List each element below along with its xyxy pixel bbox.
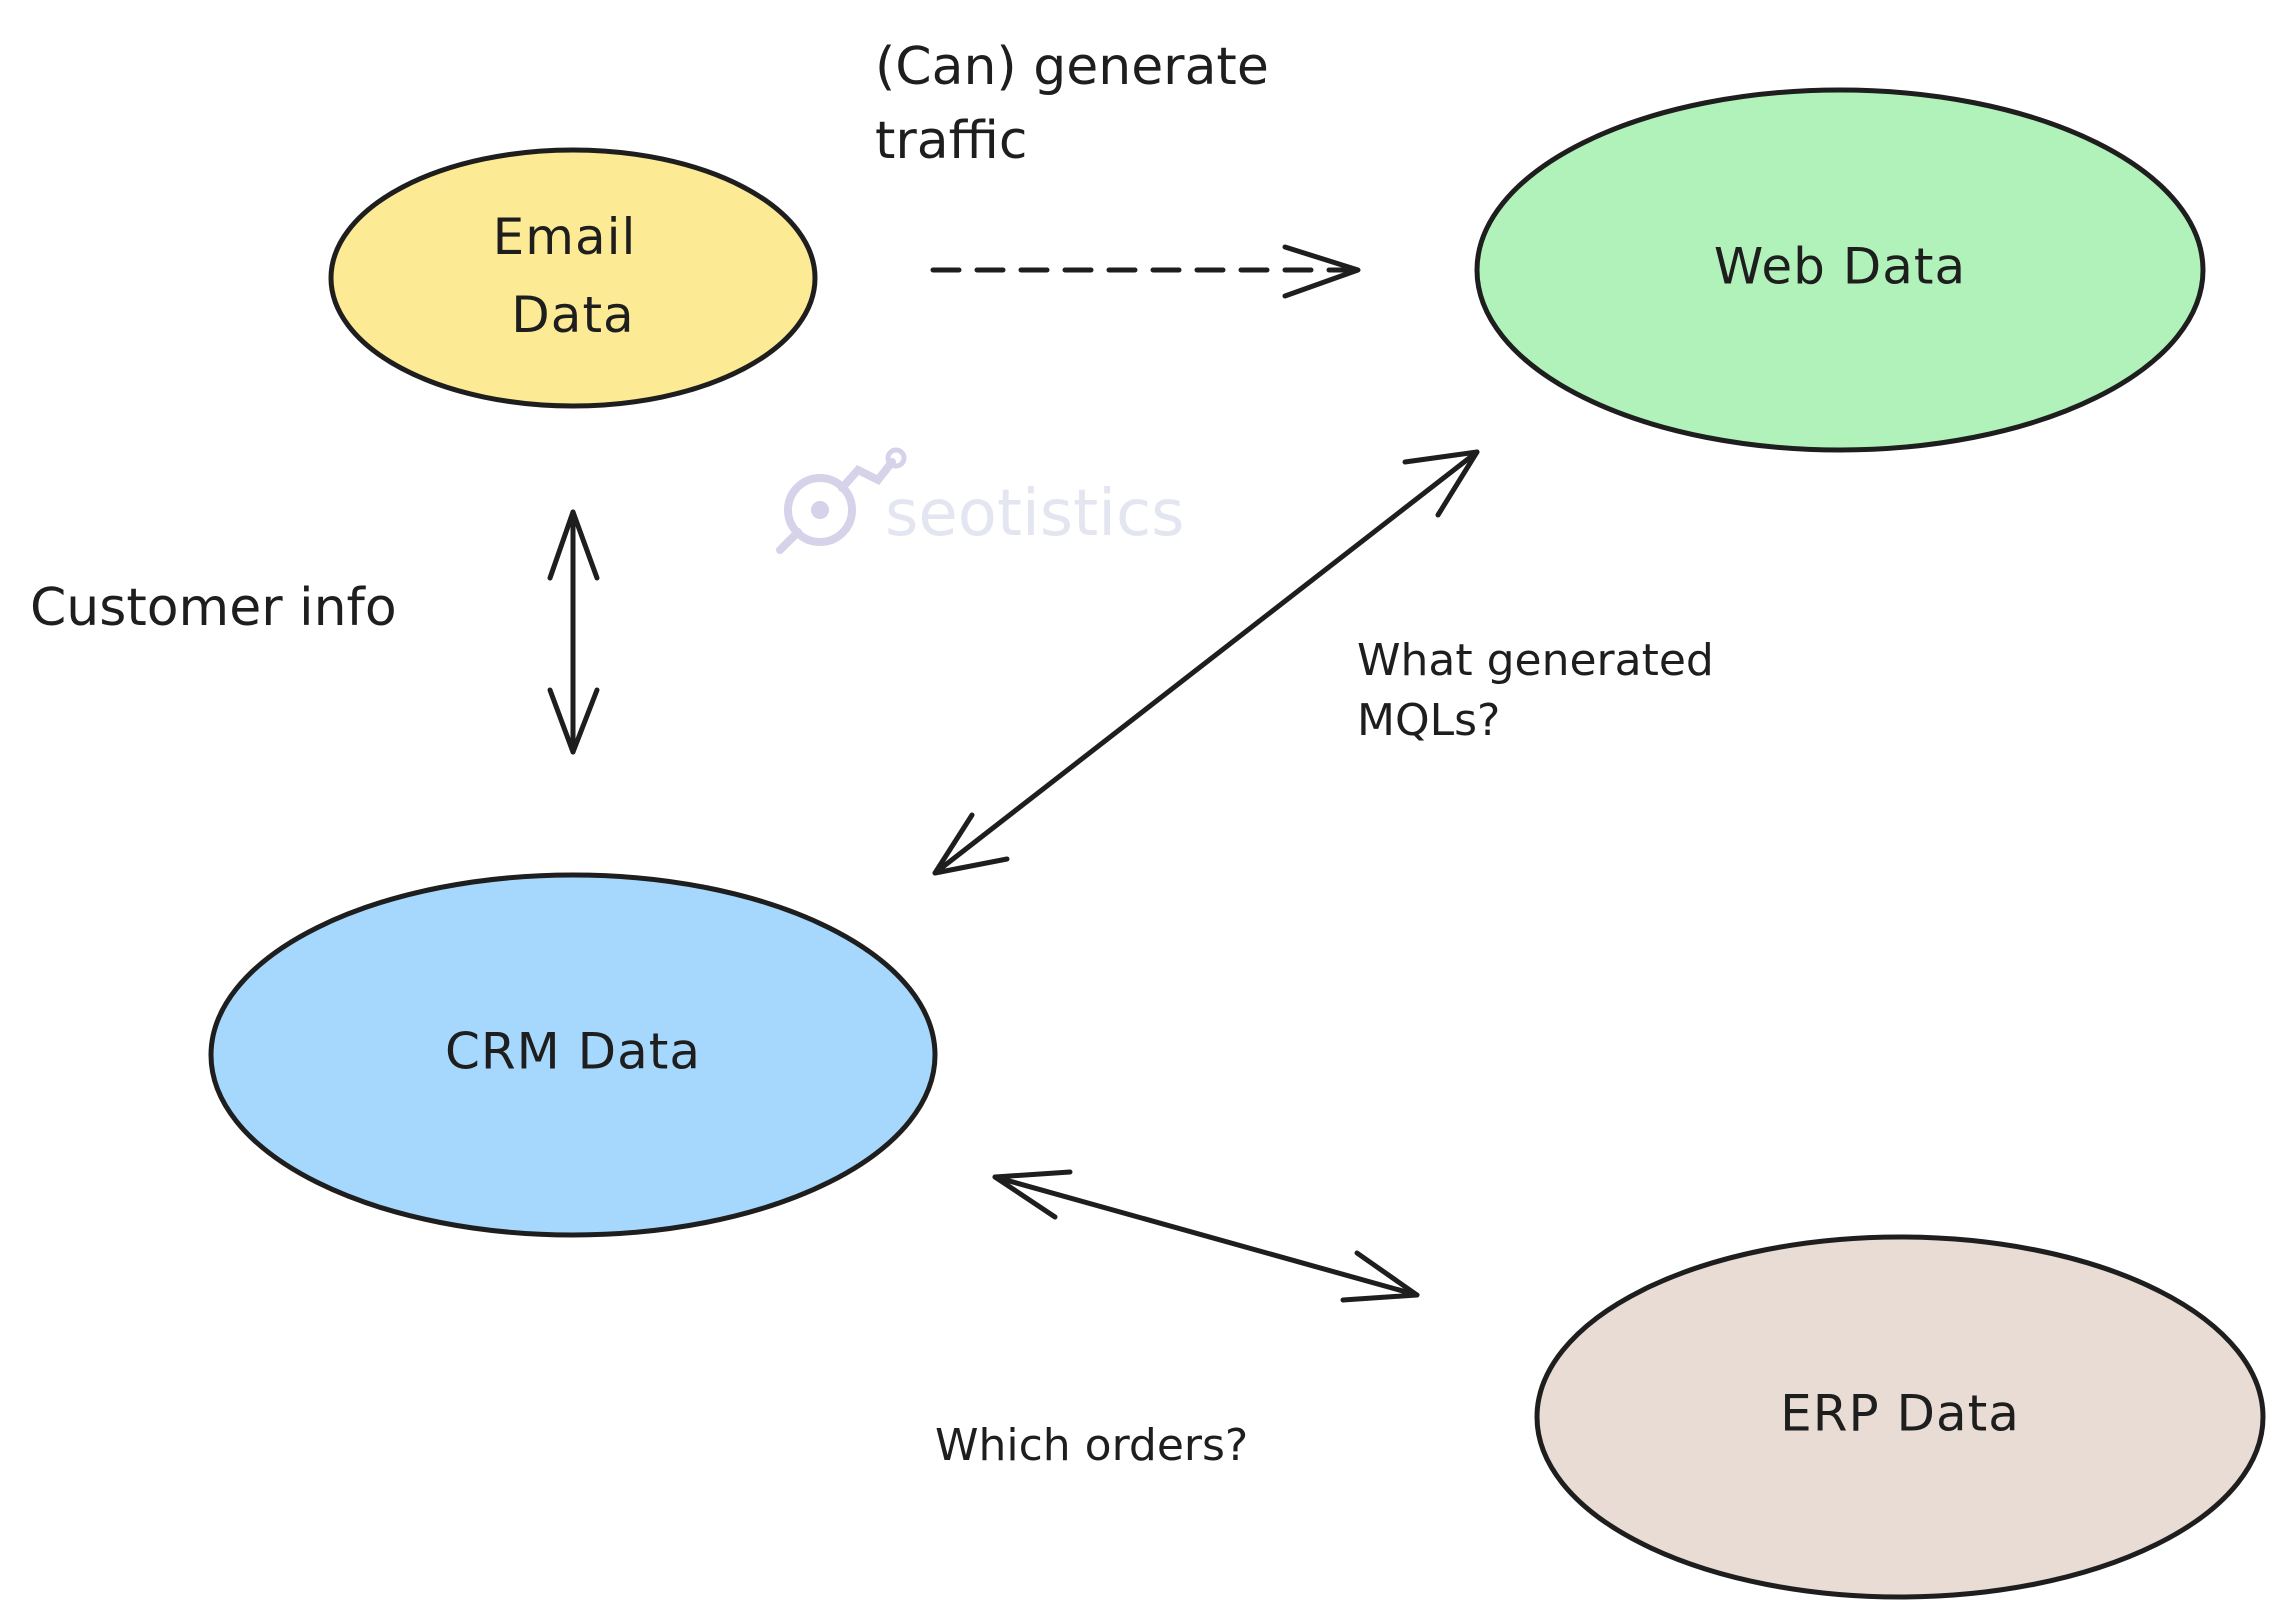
node-web-label: Web Data: [1714, 238, 1966, 296]
edge-web-crm-label: What generated MQLs?: [1357, 635, 1728, 746]
node-email-data[interactable]: Email Data: [328, 147, 818, 409]
watermark-text: seotistics: [885, 477, 1185, 551]
edge-web-crm: [932, 449, 1480, 876]
edge-crm-erp-arrowhead-right: [1340, 1250, 1420, 1303]
node-erp-label: ERP Data: [1780, 1385, 2020, 1443]
edge-crm-erp-line: [992, 1174, 1420, 1298]
node-email-label: Email Data: [493, 208, 654, 344]
edge-web-crm-arrowhead-bottom: [932, 812, 1010, 876]
watermark: seotistics: [776, 447, 1185, 554]
edge-web-crm-arrowhead-top: [1402, 449, 1480, 518]
edge-email-web: [930, 244, 1361, 299]
edge-email-crm-arrowhead-top: [547, 509, 600, 581]
node-web-shape: [1474, 87, 2206, 453]
edge-web-crm-line: [932, 449, 1480, 876]
edge-crm-erp: [992, 1169, 1420, 1303]
node-crm-shape: [208, 872, 938, 1238]
node-web-data[interactable]: Web Data: [1474, 87, 2206, 453]
node-erp-data[interactable]: ERP Data: [1534, 1234, 2266, 1600]
edge-email-web-arrowhead: [1282, 244, 1361, 299]
edge-email-crm: [547, 509, 600, 755]
node-erp-shape: [1534, 1234, 2266, 1600]
node-crm-data[interactable]: CRM Data: [208, 872, 938, 1238]
edge-crm-erp-arrowhead-left: [992, 1169, 1073, 1220]
node-email-shape: [328, 147, 818, 409]
edge-email-web-label: (Can) generate traffic: [875, 37, 1285, 171]
watermark-logo-icon: [776, 447, 907, 554]
node-crm-label: CRM Data: [445, 1023, 701, 1081]
edge-crm-erp-label: Which orders?: [935, 1420, 1248, 1471]
edge-email-crm-label: Customer info: [30, 578, 397, 638]
edge-email-crm-arrowhead-bottom: [547, 687, 600, 755]
